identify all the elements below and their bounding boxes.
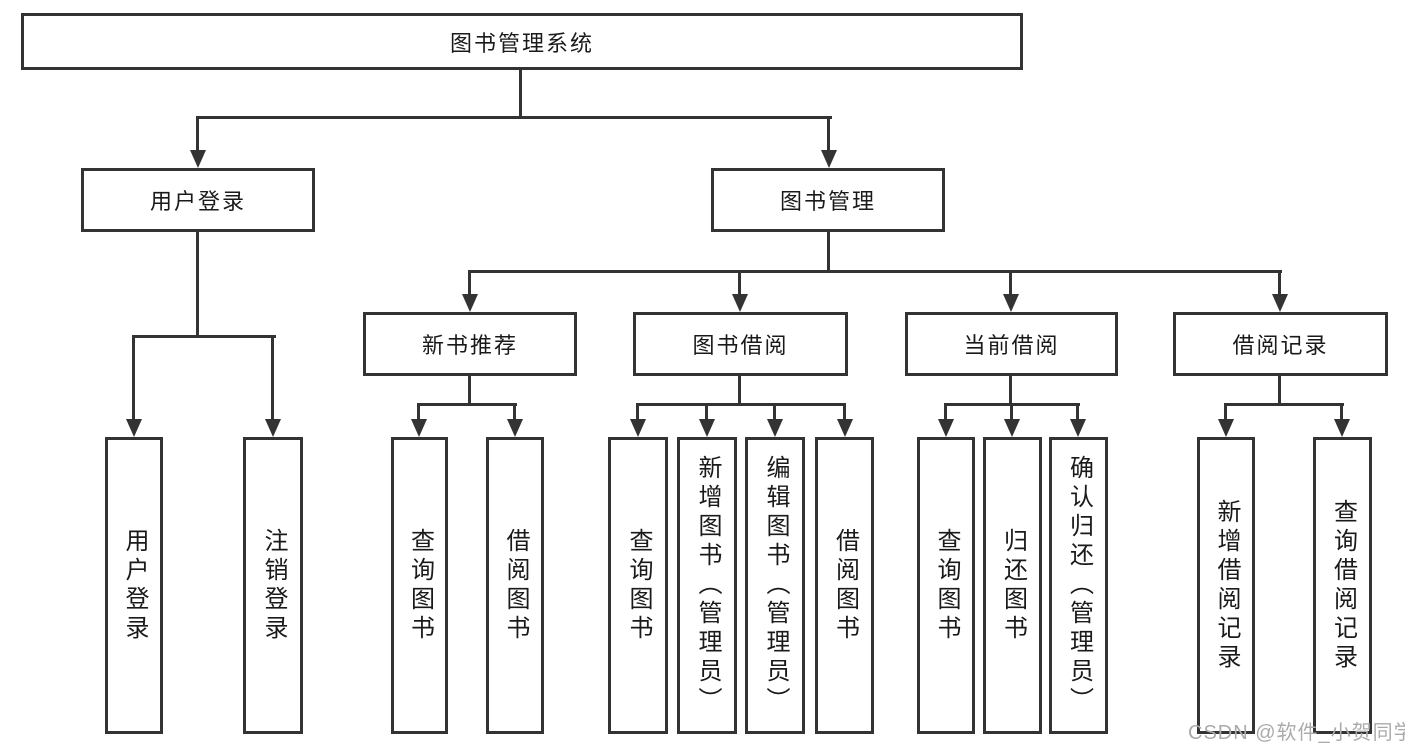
leaf-query-books-recommend: 查询图书 xyxy=(391,437,448,734)
connector-line xyxy=(468,376,471,406)
node-new-book-recommend: 新书推荐 xyxy=(363,312,577,376)
csdn-watermark: CSDN @软件_小贺同学 xyxy=(1188,722,1405,744)
node-borrow-records: 借阅记录 xyxy=(1173,312,1388,376)
connector-line xyxy=(417,403,420,421)
leaf-query-books-borrow: 查询图书 xyxy=(608,437,668,734)
connector-line xyxy=(773,403,776,421)
connector-line xyxy=(1278,376,1281,406)
leaf-borrow-books: 借阅图书 xyxy=(815,437,874,734)
arrow-down-icon xyxy=(1272,294,1288,312)
arrow-down-icon xyxy=(1334,419,1350,437)
arrow-down-icon xyxy=(1218,419,1234,437)
leaf-confirm-return-admin: 确认归还（管理员） xyxy=(1049,437,1108,734)
connector-line xyxy=(827,232,830,272)
leaf-query-books-current: 查询图书 xyxy=(917,437,975,734)
connector-line xyxy=(513,403,516,421)
leaf-borrow-books-recommend: 借阅图书 xyxy=(486,437,544,734)
connector-line xyxy=(705,403,708,421)
arrow-down-icon xyxy=(767,419,783,437)
node-user-login: 用户登录 xyxy=(81,168,315,232)
connector-line xyxy=(271,335,274,421)
connector-line xyxy=(417,403,517,406)
connector-line xyxy=(468,270,1282,273)
arrow-down-icon xyxy=(699,419,715,437)
arrow-down-icon xyxy=(126,419,142,437)
connector-line xyxy=(827,116,830,152)
connector-line xyxy=(1009,270,1012,296)
connector-line xyxy=(636,403,846,406)
arrow-down-icon xyxy=(462,294,478,312)
connector-line xyxy=(196,116,199,152)
arrow-down-icon xyxy=(507,419,523,437)
node-current-borrow: 当前借阅 xyxy=(905,312,1118,376)
connector-line xyxy=(1278,270,1281,296)
arrow-down-icon xyxy=(821,150,837,168)
arrow-down-icon xyxy=(1004,419,1020,437)
arrow-down-icon xyxy=(630,419,646,437)
connector-line xyxy=(1076,403,1079,421)
connector-line xyxy=(196,232,199,337)
connector-line xyxy=(1224,403,1344,406)
connector-line xyxy=(468,270,471,296)
connector-line xyxy=(636,403,639,421)
arrow-down-icon xyxy=(732,294,748,312)
arrow-down-icon xyxy=(1070,419,1086,437)
connector-line xyxy=(519,69,522,118)
arrow-down-icon xyxy=(190,150,206,168)
leaf-return-books: 归还图书 xyxy=(983,437,1042,734)
leaf-user-login: 用户登录 xyxy=(105,437,163,734)
arrow-down-icon xyxy=(265,419,281,437)
leaf-logout: 注销登录 xyxy=(243,437,303,734)
connector-line xyxy=(1340,403,1343,421)
connector-line xyxy=(1224,403,1227,421)
arrow-down-icon xyxy=(411,419,427,437)
connector-line xyxy=(738,376,741,406)
node-book-management: 图书管理 xyxy=(711,168,945,232)
arrow-down-icon xyxy=(938,419,954,437)
leaf-add-books-admin: 新增图书（管理员） xyxy=(677,437,737,734)
node-book-borrow: 图书借阅 xyxy=(633,312,848,376)
arrow-down-icon xyxy=(1003,294,1019,312)
connector-line xyxy=(132,335,276,338)
leaf-edit-books-admin: 编辑图书（管理员） xyxy=(745,437,805,734)
connector-line xyxy=(132,335,135,421)
arrow-down-icon xyxy=(837,419,853,437)
connector-line xyxy=(196,116,832,119)
connector-line xyxy=(1010,403,1013,421)
connector-line xyxy=(944,403,947,421)
node-root-library-system: 图书管理系统 xyxy=(21,13,1023,70)
connector-line xyxy=(1009,376,1012,406)
leaf-query-borrow-record: 查询借阅记录 xyxy=(1313,437,1372,734)
connector-line xyxy=(843,403,846,421)
connector-line xyxy=(738,270,741,296)
leaf-add-borrow-record: 新增借阅记录 xyxy=(1197,437,1255,734)
